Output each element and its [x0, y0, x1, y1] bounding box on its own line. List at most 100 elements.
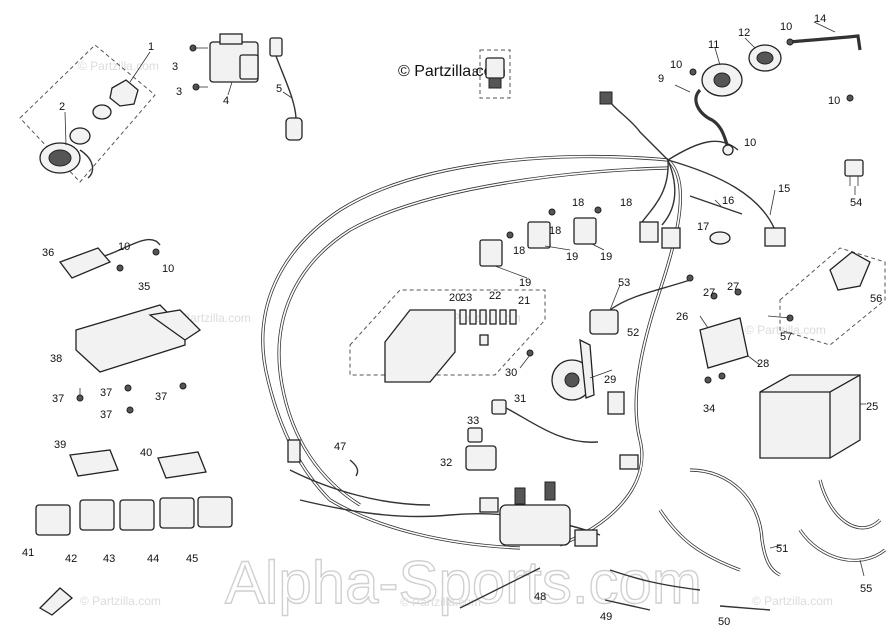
starter-relay	[589, 274, 694, 335]
battery-cables	[609, 468, 781, 591]
connector-icon	[764, 227, 786, 247]
callout-27: 27	[727, 281, 739, 293]
battery-body	[759, 374, 861, 459]
partzilla-watermark: © Partzilla.com	[400, 595, 481, 609]
cdi-unit	[189, 33, 259, 91]
callout-10: 10	[670, 59, 682, 71]
callout-40: 40	[140, 447, 152, 459]
callout-30: 30	[505, 367, 517, 379]
callout-29: 29	[604, 374, 616, 386]
switch-40	[157, 451, 207, 479]
part-32-33	[465, 427, 497, 471]
partzilla-watermark: © Partzilla.com	[80, 594, 161, 608]
callout-37: 37	[100, 409, 112, 421]
callout-55: 55	[860, 583, 872, 595]
clamp-17	[709, 231, 731, 245]
fuel-pump-assembly	[689, 34, 862, 156]
nut-icon	[109, 79, 139, 107]
callout-19: 19	[600, 251, 612, 263]
ecu-38	[75, 304, 202, 414]
callout-18: 18	[549, 225, 561, 237]
connector-icon	[639, 221, 659, 243]
horn	[526, 338, 595, 401]
callout-39: 39	[54, 439, 66, 451]
callout-5: 5	[276, 83, 282, 95]
connector-icon	[619, 454, 639, 470]
callout-18: 18	[620, 197, 632, 209]
alpha-sports-watermark: Alpha-Sports.com	[225, 549, 702, 616]
callout-19: 19	[519, 277, 531, 289]
callout-49: 49	[600, 611, 612, 623]
callout-8: 8	[472, 67, 478, 79]
callout-14: 14	[814, 13, 826, 25]
callout-53: 53	[618, 277, 630, 289]
callout-19: 19	[566, 251, 578, 263]
callout-37: 37	[100, 387, 112, 399]
ignition-switch-assembly	[19, 44, 156, 183]
main-harness	[261, 91, 786, 550]
callout-10: 10	[118, 241, 130, 253]
callout-1: 1	[148, 41, 154, 53]
sensor-31	[491, 399, 599, 443]
partzilla-watermark: © Partzilla.com	[752, 594, 833, 608]
callout-12: 12	[738, 27, 750, 39]
spark-plug-cap	[269, 37, 303, 141]
callout-52: 52	[627, 327, 639, 339]
relay-8	[479, 49, 511, 99]
callout-47: 47	[334, 441, 346, 453]
callout-33: 33	[467, 415, 479, 427]
callout-4: 4	[223, 95, 229, 107]
callout-35: 35	[138, 281, 150, 293]
part-16-17	[689, 195, 743, 245]
harness-bundle	[499, 504, 571, 546]
switch-45a	[159, 497, 195, 529]
callout-36: 36	[42, 247, 54, 259]
switch-39	[69, 449, 119, 477]
bottom-parts	[349, 459, 771, 611]
switch-blocks	[35, 449, 233, 616]
callout-51: 51	[776, 543, 788, 555]
washer-icon	[69, 127, 91, 145]
callout-18: 18	[572, 197, 584, 209]
cable-50	[719, 605, 771, 611]
callout-41: 41	[22, 547, 34, 559]
part-41	[38, 587, 74, 616]
fuse-box	[349, 289, 546, 383]
relay-19a	[479, 239, 503, 267]
callout-3: 3	[176, 86, 182, 98]
callout-50: 50	[718, 616, 730, 628]
callout-2: 2	[59, 101, 65, 113]
sensor-36	[58, 238, 161, 279]
connector-icon	[479, 497, 499, 513]
connector-icon	[661, 227, 681, 249]
washer-icon	[92, 104, 112, 120]
callout-54: 54	[850, 197, 862, 209]
callout-20: 20	[449, 292, 461, 304]
callout-56: 56	[870, 293, 882, 305]
switch-45b	[197, 496, 233, 528]
callout-31: 31	[514, 393, 526, 405]
leader-lines	[64, 21, 866, 577]
relays-19	[479, 206, 602, 267]
partzilla-watermark: © Partzilla.com	[745, 323, 826, 337]
cable-16	[689, 195, 743, 215]
callout-28: 28	[757, 358, 769, 370]
connector-icon	[607, 391, 625, 415]
connector-icon	[287, 439, 301, 463]
cable-49	[604, 599, 651, 611]
connector-icon	[599, 91, 613, 105]
callout-22: 22	[489, 290, 501, 302]
callout-48: 48	[534, 591, 546, 603]
callout-18: 18	[513, 245, 525, 257]
connector-icon	[574, 529, 598, 547]
callout-34: 34	[703, 403, 715, 415]
callout-numbers: 1 2 3 3 4 5 8 9 10 10 10 10 10 10 11 12 …	[22, 13, 882, 628]
callout-57: 57	[780, 331, 792, 343]
ecu-box	[75, 304, 186, 373]
connector-icon	[514, 487, 526, 505]
copyright-label: © Partzilla.com	[398, 63, 506, 80]
relay-19b	[527, 221, 551, 249]
callout-10: 10	[828, 95, 840, 107]
callout-26: 26	[676, 311, 688, 323]
callout-16: 16	[722, 195, 734, 207]
